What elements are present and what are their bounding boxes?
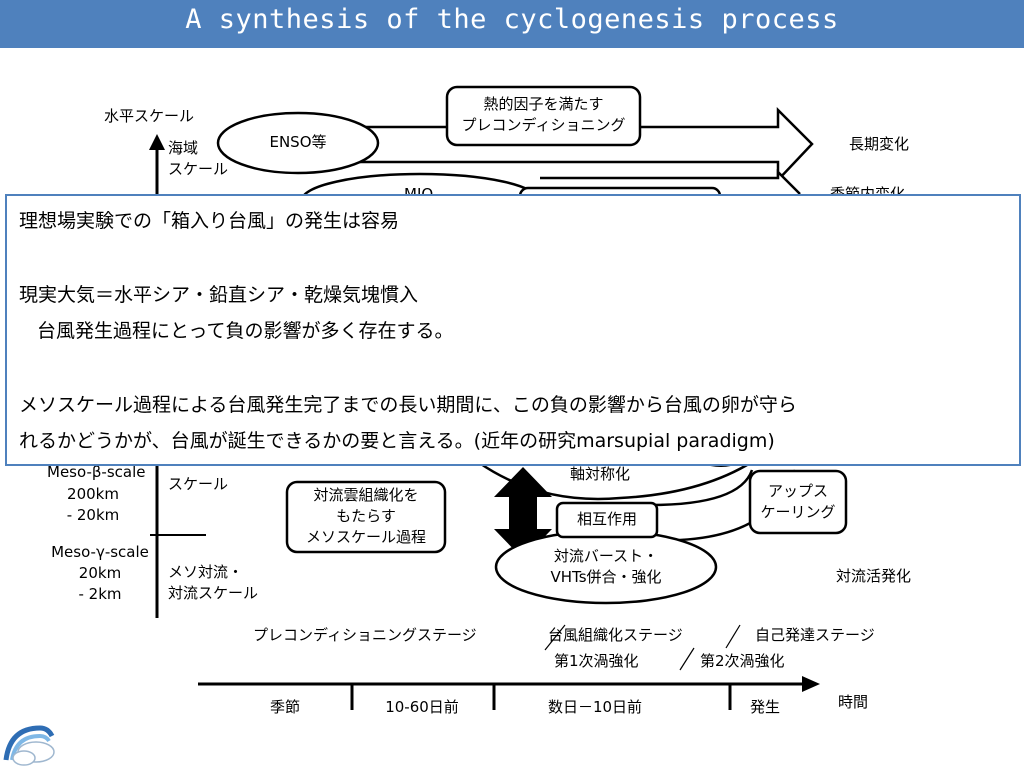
preconditioning-stage-label: プレコンディショニングステージ (253, 626, 477, 644)
timeline-10-60-days: 10-60日前 (385, 698, 459, 716)
second-vortex-intensification-label: 第2次渦強化 (700, 652, 785, 670)
enso-ellipse (216, 111, 380, 175)
meso-beta-range: 200km- 20km (66, 485, 120, 524)
timeline-genesis: 発生 (749, 698, 780, 716)
interaction-label: 相互作用 (576, 510, 637, 528)
thermal-preconditioning-label: 熱的因子を満たすプレコンディショニング (461, 95, 626, 134)
y-axis-title: 水平スケール (104, 107, 195, 125)
timeline-days-10-days: 数日－10日前 (547, 698, 643, 716)
meso-process-label: 対流雲組織化をもたらすメソスケール過程 (305, 486, 426, 546)
x-axis-arrowhead (802, 676, 820, 692)
convective-burst-label: 対流バースト・VHTs併合・強化 (550, 547, 662, 586)
overlay-line-5: れるかどうかが、台風が誕生できるかの要と言える。(近年の研究marsupial … (19, 430, 775, 452)
basin-scale-label: 海域スケール (168, 139, 229, 178)
axisymmetrization-label: 軸対称化 (569, 465, 630, 483)
meso-beta-scale-label: Meso-β-scale (47, 463, 146, 481)
overlay-line-3: 台風発生過程にとって負の影響が多く存在する。 (37, 320, 454, 342)
long-term-change-label: 長期変化 (849, 135, 910, 153)
thermal-box (445, 85, 642, 147)
slide-title: A synthesis of the cyclogenesis process (185, 4, 839, 35)
title-bar (0, 0, 1024, 48)
convection-activation-label: 対流活発化 (836, 567, 912, 585)
x-axis-title: 時間 (838, 693, 869, 711)
interaction-box (555, 501, 659, 539)
first-vortex-intensification-label: 第1次渦強化 (554, 652, 639, 670)
overlay-text-box: 理想場実験での「箱入り台風」の発生は容易 現実大気＝水平シア・鉛直シア・乾燥気塊… (5, 194, 1021, 466)
organization-stage-label: 台風組織化ステージ (548, 626, 683, 644)
rainbow-cloud-logo (3, 725, 55, 766)
stage-separator (679, 647, 695, 671)
self-development-stage-label: 自己発達ステージ (755, 626, 875, 644)
meso-beta-scale-right: スケール (168, 475, 229, 493)
meso-convective-scale-label: メソ対流・対流スケール (168, 563, 259, 602)
enso-label: ENSO等 (269, 133, 327, 151)
overlay-line-1: 理想場実験での「箱入り台風」の発生は容易 (19, 210, 400, 232)
upscale-box (748, 469, 848, 535)
upscaling-label: アップスケーリング (760, 482, 836, 521)
stage-separator (544, 624, 566, 651)
upscale-arrow-body (649, 469, 754, 507)
y-axis-arrowhead (149, 134, 165, 150)
overlay-line-4: メソスケール過程による台風発生完了までの長い期間に、この負の影響から台風の卵が守… (19, 394, 797, 416)
timeline-season: 季節 (269, 698, 300, 716)
interaction-double-arrow (494, 467, 552, 559)
stage-separator (725, 624, 741, 649)
meso-process-box (285, 480, 447, 554)
seasonal-arrow (540, 168, 801, 195)
overlay-line-2: 現実大気＝水平シア・鉛直シア・乾燥気塊慣入 (19, 284, 419, 306)
